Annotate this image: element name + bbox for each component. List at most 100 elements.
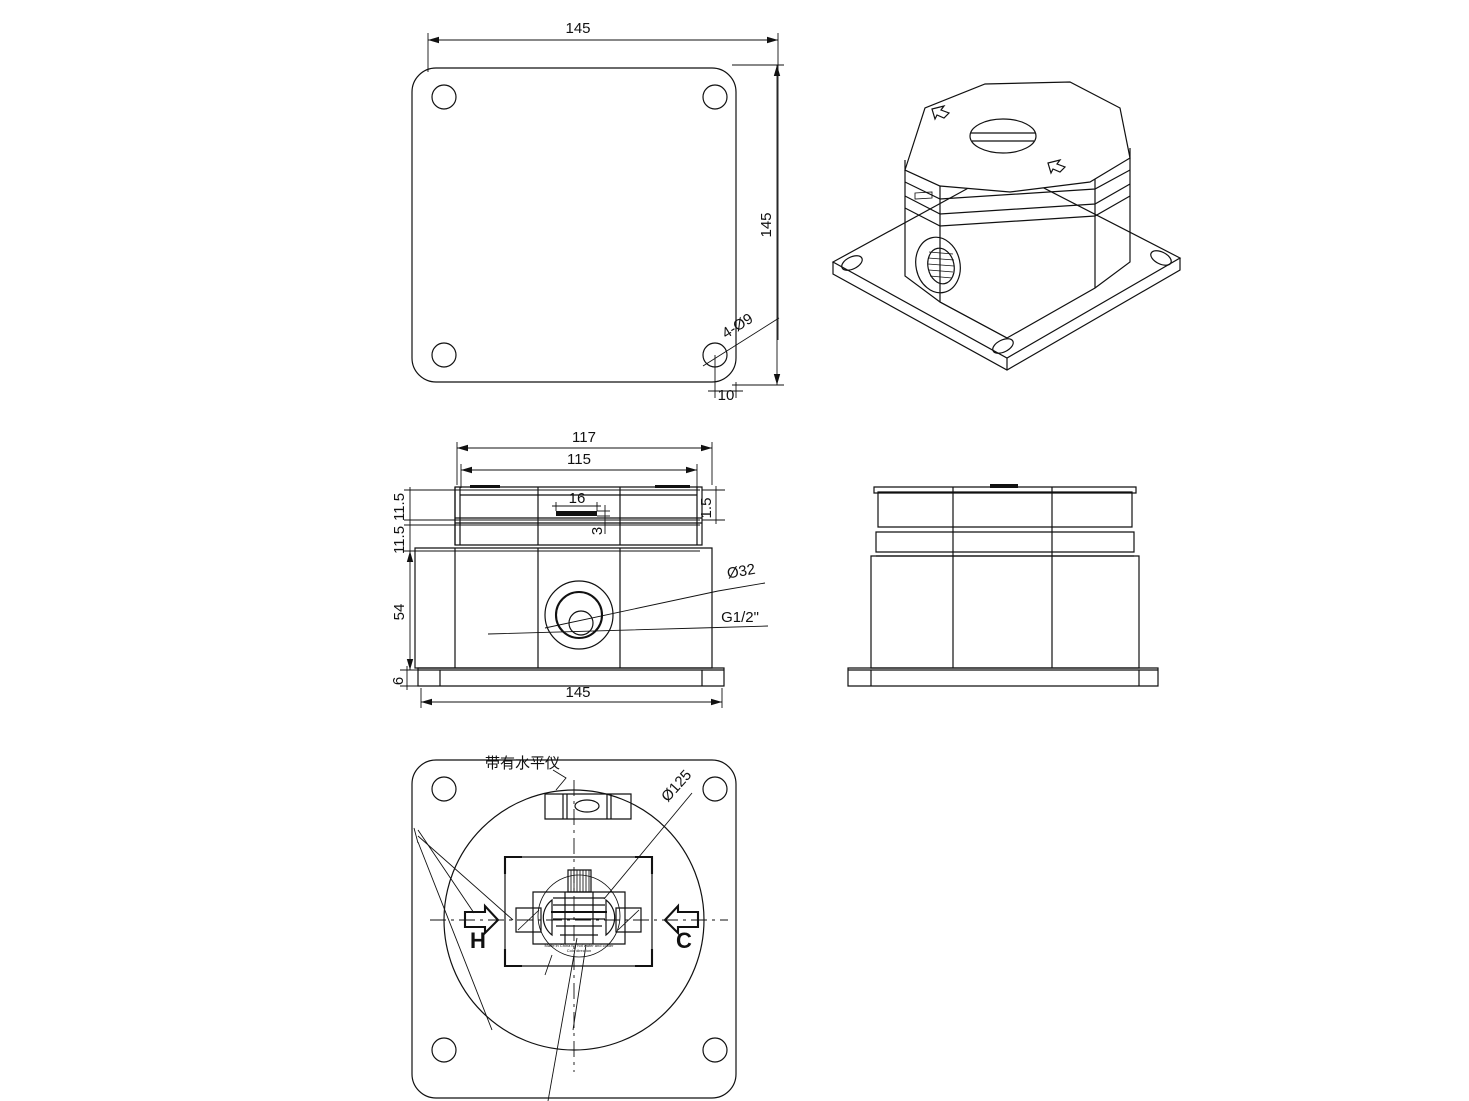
leader-lines-bottom (544, 937, 587, 1101)
front-base-plate (417, 667, 725, 687)
dim-base-height: 6 (390, 666, 418, 690)
dim-hole-offset: 10 (708, 355, 743, 404)
port-thread-leader: G1/2" (487, 609, 769, 635)
front-port-outer (544, 580, 614, 650)
knurled-stem (567, 869, 592, 893)
rotation-arrow-icon-right (1047, 159, 1067, 175)
circle-diameter-label: Ø125 (658, 767, 695, 806)
side-band-bottom (875, 531, 1135, 553)
multi-leader-left (413, 827, 514, 1031)
dim-body-height: 54 (391, 551, 418, 671)
iso-cap-slot-outer (969, 118, 1037, 154)
iso-cap-top (904, 81, 1131, 193)
cap-lip-label: 1.5 (698, 498, 715, 519)
mounting-hole-tr (702, 84, 728, 110)
tab-height-label: 3 (589, 527, 606, 535)
cartridge-circle (537, 874, 621, 958)
dim-top-width: 145 (427, 20, 779, 340)
band-top-label: 11.5 (391, 493, 408, 521)
dim-base-width: 145 (420, 684, 723, 708)
port-right (615, 907, 642, 933)
cap-outer-width-label: 117 (572, 429, 596, 446)
bottom-plate-outline (411, 759, 737, 1099)
bottom-hole-tr (702, 776, 728, 802)
frame-corner-tl (503, 855, 522, 874)
iso-port-outer (915, 236, 961, 294)
iso-band-seam-c (904, 183, 1131, 215)
cold-port-marker: C (663, 903, 700, 953)
top-width-label: 145 (565, 20, 590, 37)
frame-corner-br (635, 949, 654, 968)
side-band-top (877, 491, 1133, 528)
rotation-arrow-icon-left (931, 105, 951, 121)
port-thread-label: G1/2" (721, 609, 759, 626)
cartridge-microtext-1: Made in China for hot water and colder (545, 943, 615, 948)
side-body (870, 555, 1140, 669)
front-cap-mark-right (655, 485, 690, 488)
band-bottom-label: 11.5 (391, 526, 408, 554)
bottom-hole-bl (431, 1037, 457, 1063)
front-tab (556, 511, 597, 516)
tab-width-label: 16 (569, 490, 586, 507)
iso-port-bore (927, 247, 955, 285)
dim-cap-inner-width: 115 (460, 451, 698, 488)
cold-port-label: C (676, 928, 692, 953)
hot-port-label: H (470, 928, 486, 953)
base-height-label: 6 (390, 677, 407, 685)
base-width-label: 145 (565, 684, 590, 701)
isometric-view (831, 81, 1182, 371)
iso-cap-edge (904, 148, 1131, 170)
port-left-square (515, 907, 542, 933)
bottom-hole-br (702, 1037, 728, 1063)
dim-cap-outer-width: 117 (456, 429, 713, 485)
dim-top-height: 145 (732, 64, 784, 386)
cartridge-rect (532, 891, 626, 945)
cartridge-lobe-left (542, 898, 553, 937)
top-view: 145 145 4-Ø9 10 (411, 20, 784, 404)
side-cap-mark (990, 484, 1018, 488)
dim-cap-lip: 1.5 (698, 486, 725, 524)
hot-port-marker: H (463, 903, 500, 953)
side-base-plate (847, 667, 1159, 687)
flow-arrow-hot-icon (463, 903, 500, 936)
iso-hole-front (992, 338, 1014, 354)
vial-body (544, 793, 632, 820)
hole-callout-leader: 4-Ø9 (702, 310, 780, 367)
cartridge-microtext-2: Cold direction (567, 948, 591, 953)
front-cap-mark-left (470, 485, 500, 488)
iso-band-seam-d (904, 195, 1131, 227)
dim-band-bottom: 11.5 (391, 522, 700, 554)
bottom-hole-tl (431, 776, 457, 802)
dim-band-top: 11.5 (391, 487, 700, 523)
level-note-leader: 带有水平仪 (485, 754, 567, 791)
level-note-label: 带有水平仪 (485, 754, 560, 772)
frame-corner-tr (635, 855, 654, 874)
spirit-level-vial (544, 793, 632, 820)
iso-body-left-edge (904, 170, 941, 303)
iso-hole-left (841, 255, 863, 271)
flow-arrow-cold-icon (663, 903, 700, 936)
iso-hole-right (1150, 250, 1172, 266)
iso-band-seam-b (904, 169, 1131, 200)
cap-inner-width-label: 115 (567, 451, 591, 468)
port-right-square (615, 907, 642, 933)
body-height-label: 54 (391, 604, 408, 621)
dim-tab-height: 3 (589, 505, 610, 535)
central-cartridge: Made in China for hot water and colder C… (532, 869, 626, 958)
cartridge-lobe-right (605, 898, 616, 937)
port-left (515, 907, 542, 933)
frame-corner-bl (503, 949, 522, 968)
hole-offset-label: 10 (718, 387, 735, 404)
front-port-thread (554, 590, 604, 640)
iso-body-right-edge (1094, 158, 1131, 289)
side-elevation-view (847, 484, 1159, 687)
bottom-view: Made in China for hot water and colder C… (411, 754, 737, 1101)
side-cap-lip (873, 486, 1137, 494)
iso-body-front (939, 176, 1096, 339)
iso-base-edge (832, 258, 1181, 371)
mounting-hole-tl (431, 84, 457, 110)
mounting-hole-bl (431, 342, 457, 368)
iso-port-threads (927, 251, 955, 279)
front-elevation-view: 117 115 16 3 1.5 (390, 429, 769, 708)
